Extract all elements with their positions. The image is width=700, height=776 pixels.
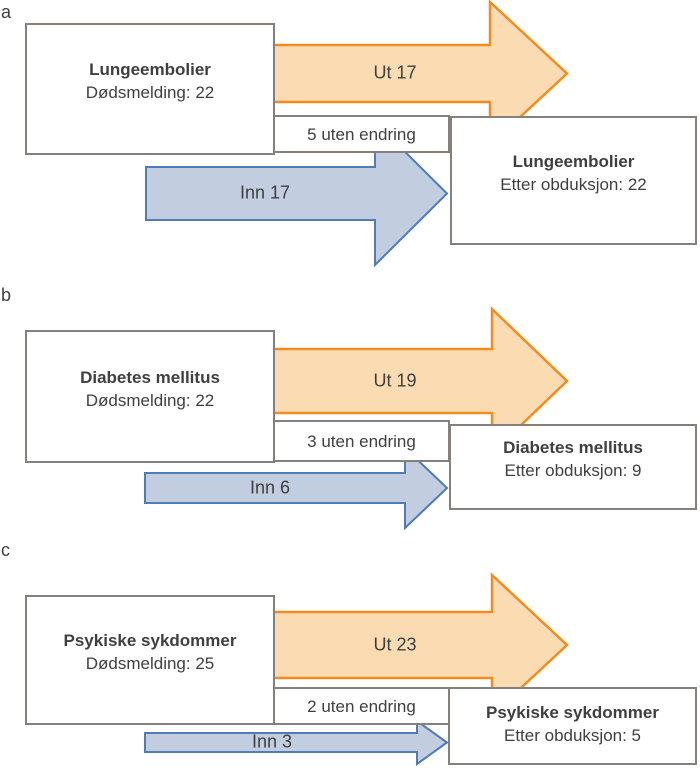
unchanged-box-b: 3 uten endring — [273, 420, 450, 462]
left-box-c-title: Psykiske sykdommer — [63, 631, 237, 650]
panel-b-arrows — [144, 306, 569, 531]
left-box-a-subtitle: Dødsmelding: 22 — [85, 83, 215, 102]
right-box-b-subtitle: Etter obduksjon: 9 — [504, 461, 642, 480]
out-arrow-a-label: Ut 17 — [373, 62, 417, 83]
out-arrow-a — [268, 0, 569, 148]
panel-label-c: c — [1, 540, 10, 560]
in-arrow-b-label: Inn 6 — [249, 477, 291, 498]
right-box-c: Psykiske sykdommer Etter obduksjon: 5 — [448, 687, 697, 765]
unchanged-box-c-label: 2 uten endring — [307, 696, 416, 716]
out-arrow-b-label: Ut 19 — [373, 370, 417, 391]
left-box-b: Diabetes mellitus Dødsmelding: 22 — [25, 330, 275, 463]
right-box-a-title: Lungeembolier — [512, 151, 635, 171]
right-box-b-title: Diabetes mellitus — [503, 438, 643, 457]
out-arrow-c — [268, 572, 569, 718]
unchanged-box-a: 5 uten endring — [273, 115, 450, 153]
in-arrow-a-label: Inn 17 — [239, 182, 291, 203]
unchanged-box-c: 2 uten endring — [273, 687, 450, 725]
panel-c-arrows — [144, 572, 569, 766]
out-arrow-b — [268, 306, 569, 456]
left-box-a-title: Lungeembolier — [89, 60, 211, 79]
unchanged-box-b-label: 3 uten endring — [307, 431, 416, 451]
in-arrow-c-label: Inn 3 — [251, 731, 293, 752]
right-box-a-subtitle: Etter obduksjon: 22 — [500, 174, 647, 194]
right-box-b: Diabetes mellitus Etter obduksjon: 9 — [449, 424, 697, 510]
right-box-c-title: Psykiske sykdommer — [486, 703, 659, 722]
panel-a-arrows — [145, 0, 569, 268]
left-box-c-subtitle: Dødsmelding: 25 — [85, 654, 215, 673]
out-arrow-c-label: Ut 23 — [373, 634, 417, 655]
right-box-a: Lungeembolier Etter obduksjon: 22 — [450, 116, 697, 245]
panel-label-a: a — [1, 2, 12, 22]
right-box-c-subtitle: Etter obduksjon: 5 — [503, 726, 642, 745]
left-box-b-subtitle: Dødsmelding: 22 — [85, 390, 215, 410]
left-box-a: Lungeembolier Dødsmelding: 22 — [25, 23, 275, 155]
left-box-c: Psykiske sykdommer Dødsmelding: 25 — [25, 595, 275, 725]
in-arrow-c — [144, 719, 449, 766]
left-box-b-title: Diabetes mellitus — [80, 367, 220, 387]
in-arrow-b — [144, 445, 449, 531]
unchanged-box-a-label: 5 uten endring — [307, 124, 416, 144]
in-arrow-a — [145, 119, 449, 268]
panel-label-b: b — [1, 285, 12, 305]
